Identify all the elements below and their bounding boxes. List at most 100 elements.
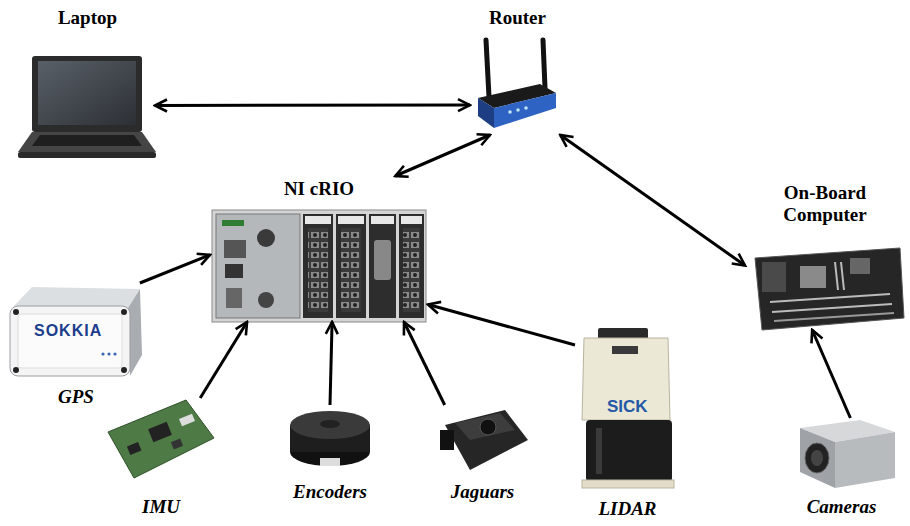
motherboard-slot xyxy=(772,304,892,312)
laptop-edge xyxy=(18,152,156,158)
crio-serial xyxy=(224,240,246,258)
encoder-hub xyxy=(320,420,340,428)
gps-screw xyxy=(13,309,19,315)
imu-chip xyxy=(148,422,172,442)
crio-module xyxy=(369,214,396,318)
device-node: On-Board Computer xyxy=(745,180,905,330)
camera-front xyxy=(800,428,835,488)
connector-arrow xyxy=(812,330,850,418)
motherboard-slot xyxy=(774,313,894,321)
crio-module xyxy=(399,214,424,318)
device-node: Cameras xyxy=(778,418,905,520)
device-label: On-Board Computer xyxy=(765,182,885,226)
brand-logo: SICK xyxy=(607,397,648,417)
imu-chip xyxy=(127,442,141,455)
lidar-base xyxy=(582,480,674,488)
connector-arrow xyxy=(560,135,745,266)
router-light xyxy=(524,106,528,110)
crio-sticker xyxy=(338,216,364,224)
device-node: Router xyxy=(470,5,565,135)
crio-module xyxy=(303,214,333,318)
motherboard-ram xyxy=(835,262,838,290)
encoder-illustration xyxy=(290,411,370,466)
router-side xyxy=(478,98,494,128)
motherboard-io xyxy=(762,262,786,292)
motherboard-cpu xyxy=(800,266,826,288)
gps-led xyxy=(101,352,104,355)
crio-port xyxy=(226,288,242,308)
crio-illustration xyxy=(212,210,426,322)
crio-port xyxy=(257,229,275,247)
router-antenna xyxy=(543,40,545,88)
crio-chassis xyxy=(212,210,426,322)
jaguar-body xyxy=(445,410,528,470)
motherboard-heatsink xyxy=(850,258,870,274)
crio-terminals xyxy=(341,228,361,312)
device-label: Jaguars xyxy=(451,481,514,503)
jaguar-top xyxy=(455,413,515,440)
connector-arrow xyxy=(140,255,210,283)
device-node: LIDAR xyxy=(575,322,680,522)
crio-sticker xyxy=(401,216,422,224)
connector-arrow xyxy=(395,135,490,176)
gps-led xyxy=(107,352,110,355)
device-label: LIDAR xyxy=(598,498,656,520)
router-antenna xyxy=(486,40,489,97)
motherboard-ram xyxy=(841,262,844,290)
motherboard-illustration xyxy=(755,248,904,330)
gps-led xyxy=(113,352,116,355)
camera-side xyxy=(835,432,895,488)
crio-terminals xyxy=(308,228,328,312)
lidar-body xyxy=(582,338,670,420)
lidar-highlight xyxy=(596,428,602,474)
connector-arrow xyxy=(330,322,332,405)
device-node: Jaguars xyxy=(430,405,535,505)
connector-arrow xyxy=(428,304,575,345)
encoder-top xyxy=(290,411,370,439)
connector-arrow xyxy=(200,322,247,398)
crio-badge xyxy=(222,220,244,226)
device-label: Encoders xyxy=(293,481,367,503)
laptop-screen xyxy=(38,61,136,125)
connector-arrow xyxy=(404,322,445,405)
router-light xyxy=(508,110,512,114)
router-illustration xyxy=(478,40,556,128)
connector-arrow xyxy=(155,104,470,107)
imu-chip xyxy=(171,438,183,449)
imu-connector xyxy=(179,414,195,427)
device-node: GPS xyxy=(5,283,147,410)
device-label: Laptop xyxy=(58,7,117,29)
motherboard-slot xyxy=(770,294,890,302)
imu-illustration xyxy=(108,400,214,478)
crio-terminals xyxy=(403,228,420,312)
gps-illustration xyxy=(10,287,142,376)
camera-illustration xyxy=(800,420,895,488)
device-node: IMU xyxy=(105,398,217,520)
laptop-base xyxy=(18,132,156,152)
jaguar-terminal xyxy=(440,430,454,450)
device-label: Router xyxy=(489,7,546,29)
laptop-lid xyxy=(32,56,142,132)
gps-screw xyxy=(121,367,127,373)
router-front xyxy=(494,93,556,128)
device-node: Laptop xyxy=(20,5,155,162)
crio-controller xyxy=(216,214,300,318)
device-node: NI cRIO xyxy=(210,176,428,322)
laptop-illustration xyxy=(18,56,156,158)
crio-sticker xyxy=(371,216,394,224)
lidar-window xyxy=(586,420,672,482)
motherboard-board xyxy=(755,248,904,330)
gps-front xyxy=(10,306,130,376)
camera-lens-inner xyxy=(811,450,823,466)
crio-module xyxy=(336,214,366,318)
crio-ethernet xyxy=(225,264,243,278)
crio-dsub xyxy=(374,240,391,280)
laptop-keyboard xyxy=(32,135,142,146)
gps-screw xyxy=(13,367,19,373)
lidar-display xyxy=(612,346,638,354)
imu-board xyxy=(108,400,214,478)
router-light xyxy=(516,108,520,112)
